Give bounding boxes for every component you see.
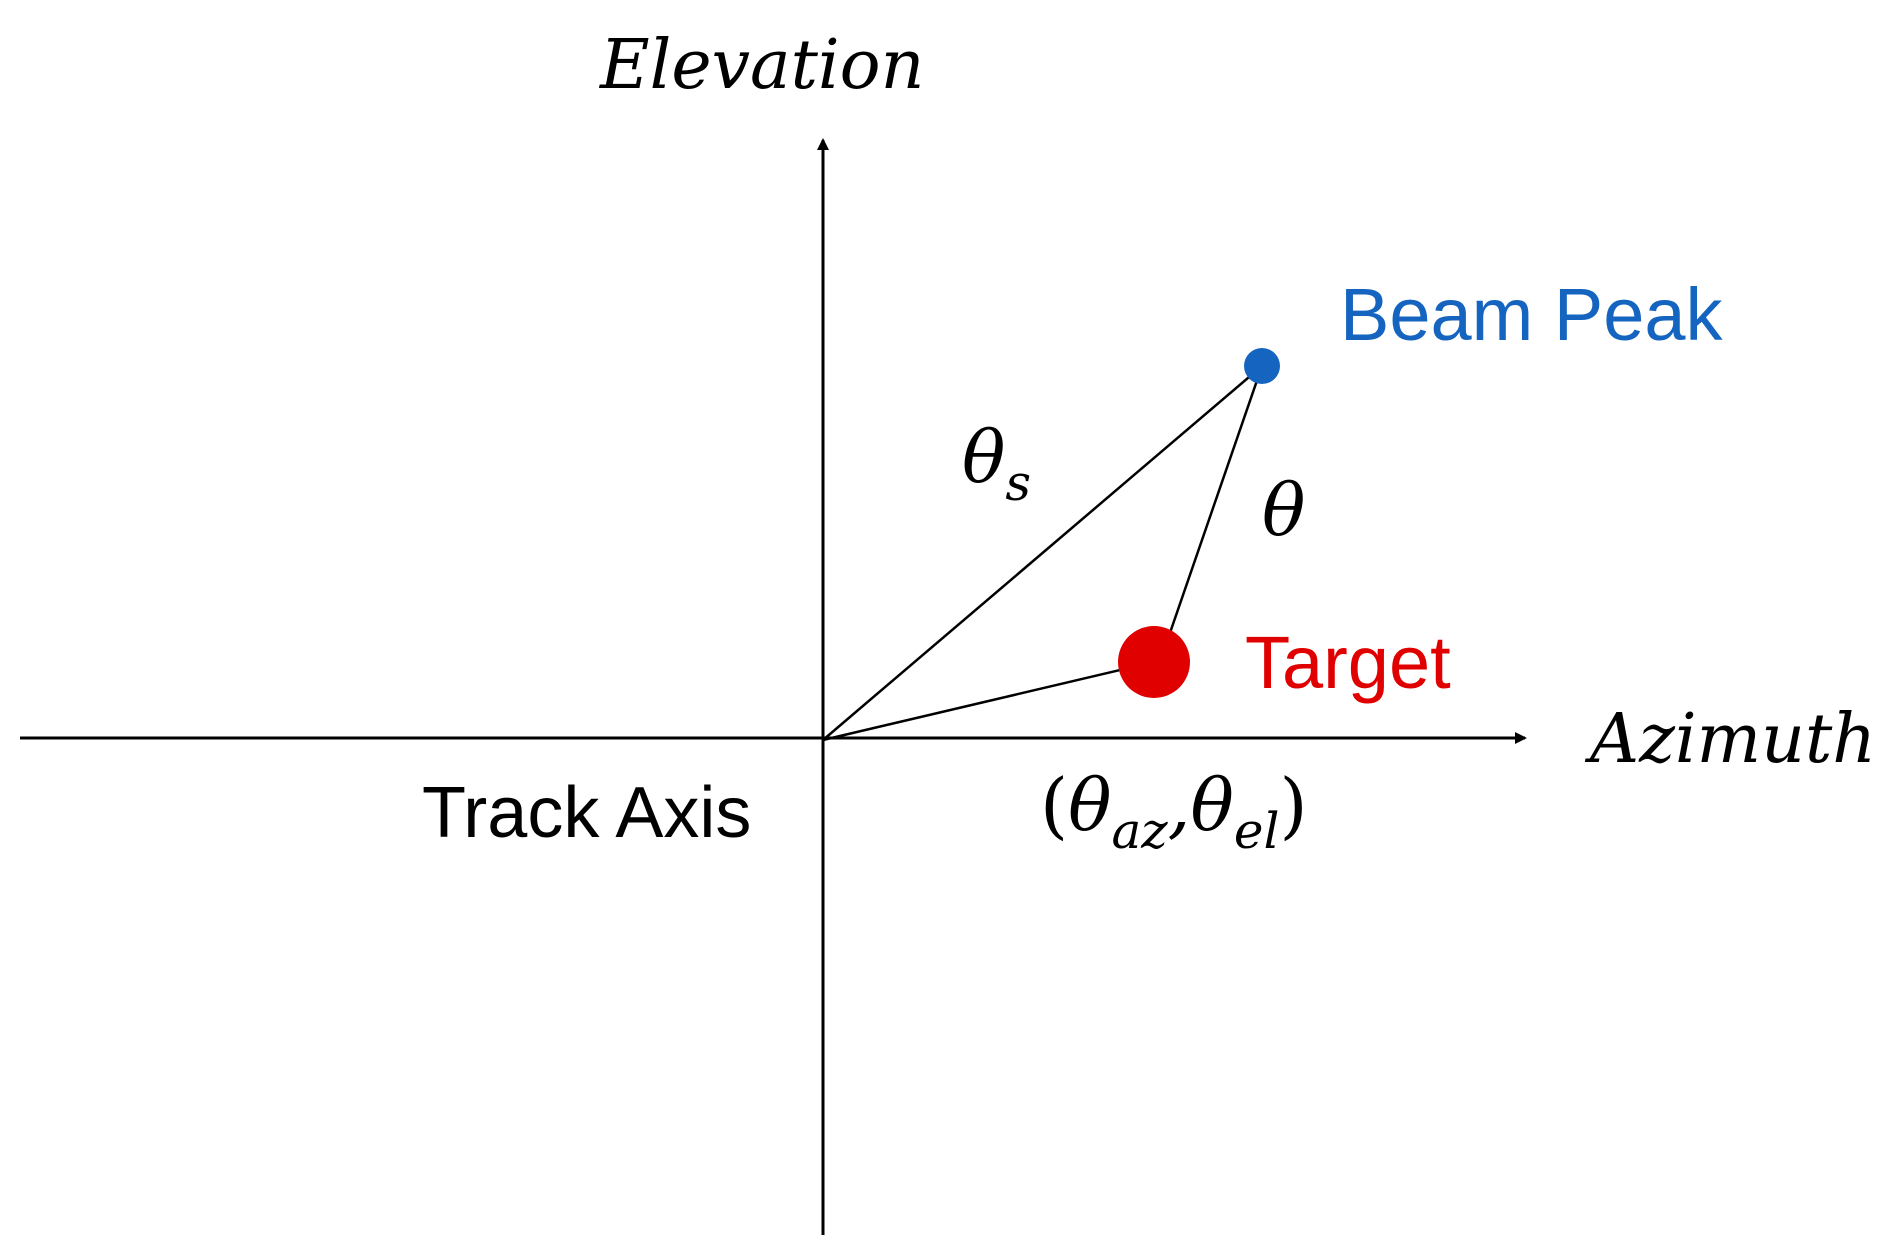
beam-peak-label: Beam Peak <box>1340 273 1724 356</box>
coords-close-paren: ) <box>1279 763 1307 847</box>
azimuth-axis-label: Azimuth <box>1584 700 1876 779</box>
theta-s-symbol: θ <box>962 415 1005 499</box>
origin-target-line <box>822 660 1155 742</box>
theta-line <box>1160 365 1264 657</box>
target-coordinates-label: (θaz,θel) <box>1040 763 1308 860</box>
target-point <box>1118 626 1190 698</box>
target-label: Target <box>1245 621 1451 704</box>
theta-label: θ <box>1262 468 1305 552</box>
coords-theta-az-symbol: θ <box>1068 763 1111 847</box>
coords-open-paren: ( <box>1040 763 1068 847</box>
beam-peak-point <box>1244 348 1280 384</box>
track-axis-label: Track Axis <box>422 773 751 853</box>
coords-theta-el-symbol: θ <box>1191 763 1234 847</box>
theta-s-subscript: s <box>1005 454 1031 512</box>
theta-s-label: θs <box>962 415 1031 512</box>
theta-s-line <box>822 365 1263 741</box>
elevation-axis-label: Elevation <box>598 26 924 105</box>
coords-az-subscript: az <box>1111 802 1168 860</box>
coords-el-subscript: el <box>1234 802 1280 860</box>
coords-separator: , <box>1168 763 1191 847</box>
